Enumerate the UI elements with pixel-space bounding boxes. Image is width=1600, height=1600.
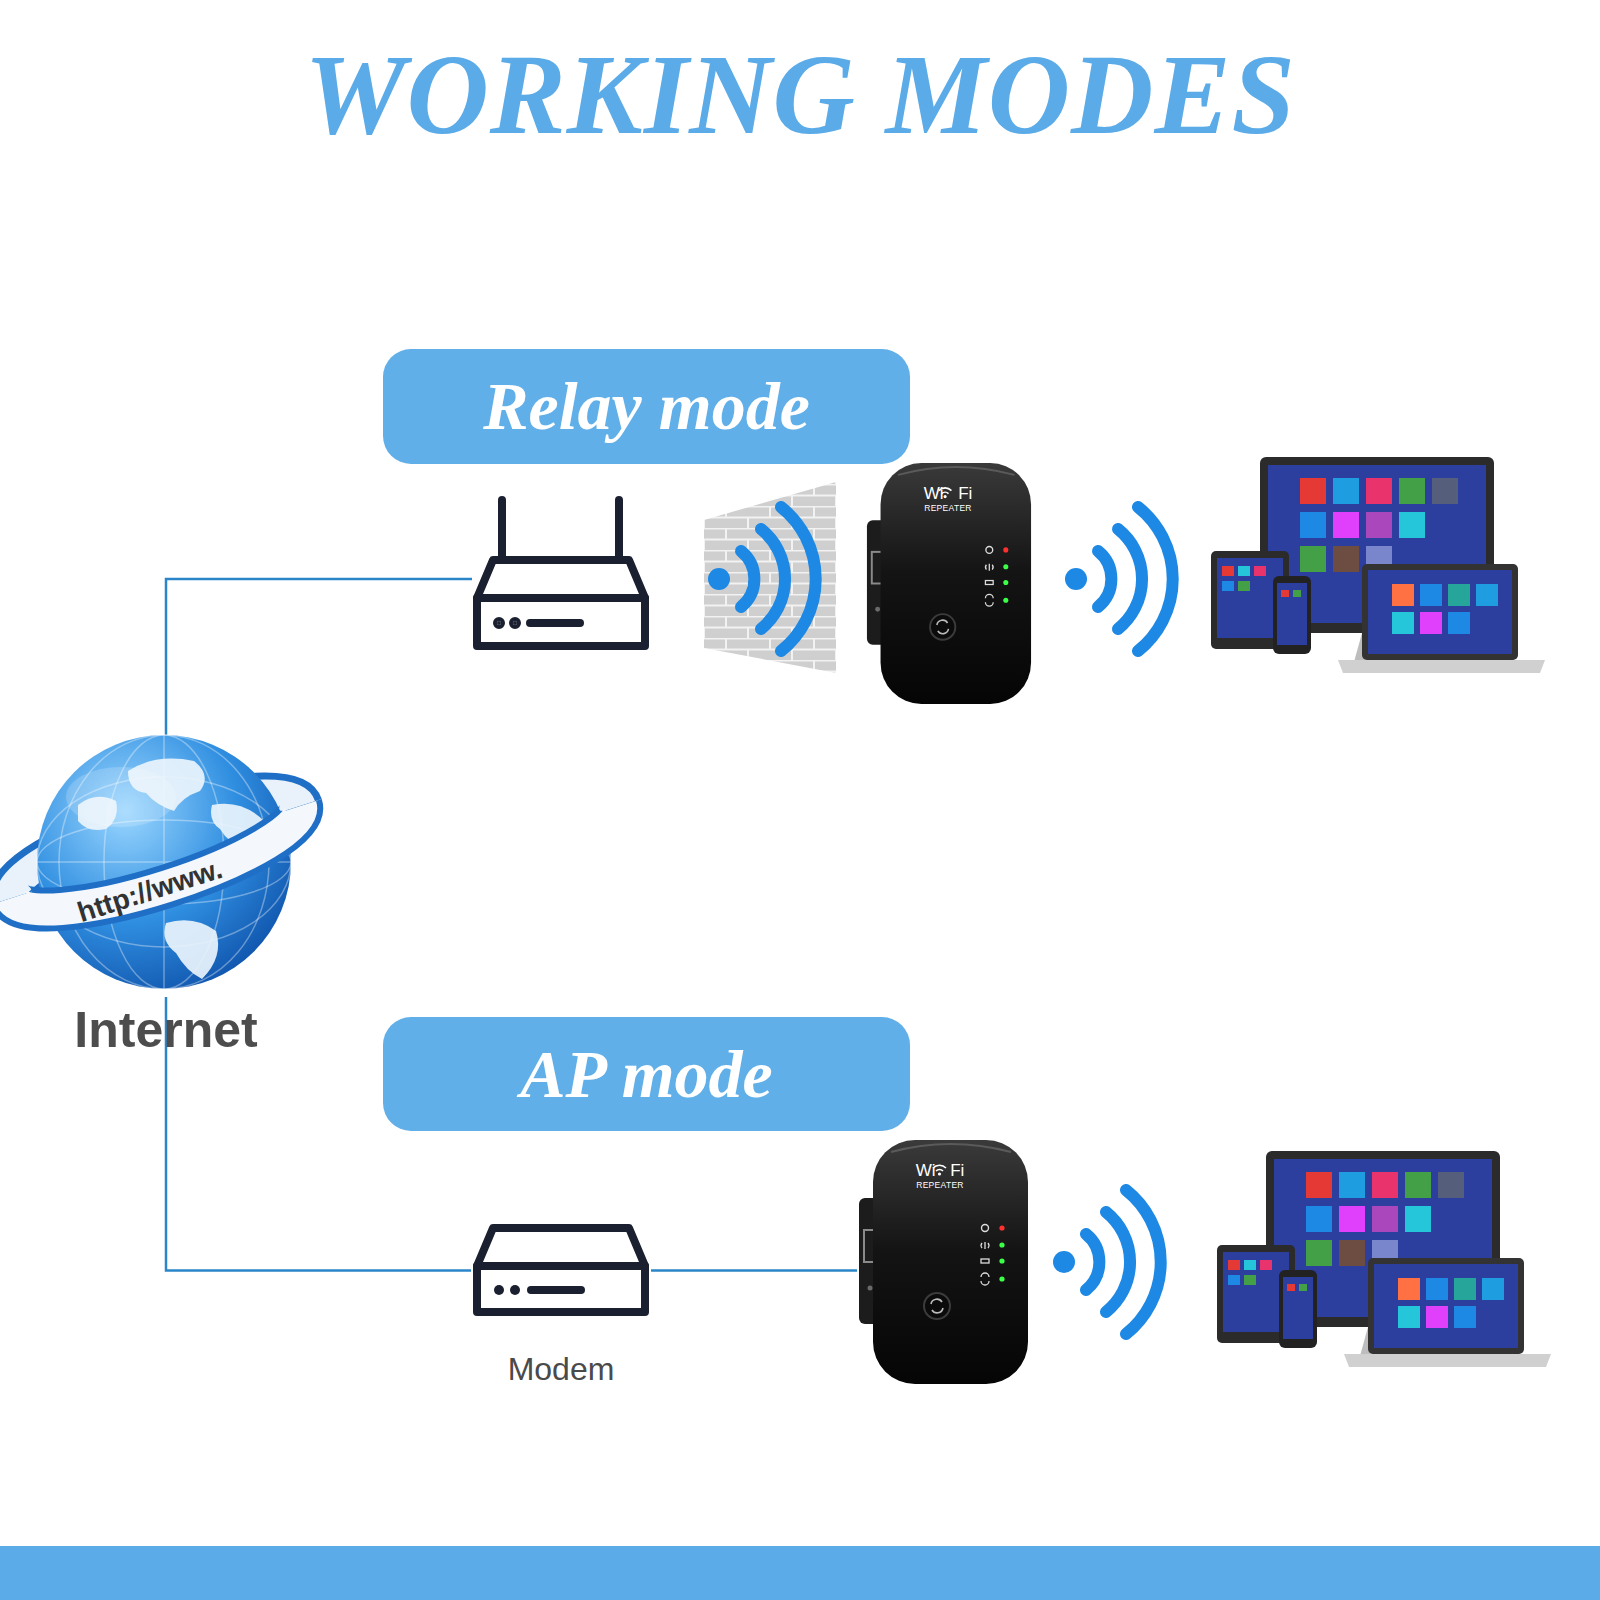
modem-icon: Modem	[471, 1222, 651, 1319]
router-icon	[477, 500, 645, 646]
repeater-device: Wi FiREPEATER	[865, 461, 1033, 706]
brand-text: Wi Fi	[887, 1162, 993, 1180]
wifi-waves	[708, 507, 816, 651]
model-text: REPEATER	[895, 503, 1001, 514]
globe-illustration	[16, 735, 316, 997]
globe-caption: Internet	[16, 1003, 316, 1057]
footer-bar	[0, 1546, 1600, 1600]
wifi-waves	[1053, 1190, 1161, 1334]
network-cable	[651, 1269, 857, 1272]
wifi-waves	[1065, 507, 1173, 651]
device-label: Wi FiREPEATER	[887, 1162, 993, 1191]
mode-title: Relay mode	[483, 369, 810, 444]
client-devices	[1217, 1151, 1551, 1367]
device-label: Wi FiREPEATER	[895, 485, 1001, 514]
mode-band: AP mode	[383, 1017, 910, 1131]
mode-title: AP mode	[520, 1037, 772, 1112]
model-text: REPEATER	[887, 1180, 993, 1191]
client-devices	[1211, 457, 1545, 673]
brand-text: Wi Fi	[895, 485, 1001, 503]
internet-wire	[166, 579, 472, 745]
modem-outline	[471, 1222, 651, 1319]
device-caption: Modem	[411, 1351, 711, 1387]
wall	[704, 482, 836, 673]
page-title: WORKING MODES	[0, 38, 1600, 152]
repeater-device: Wi FiREPEATER	[857, 1138, 1030, 1386]
internet-globe: http://www.Internet	[16, 735, 316, 997]
mode-band: Relay mode	[383, 349, 910, 464]
